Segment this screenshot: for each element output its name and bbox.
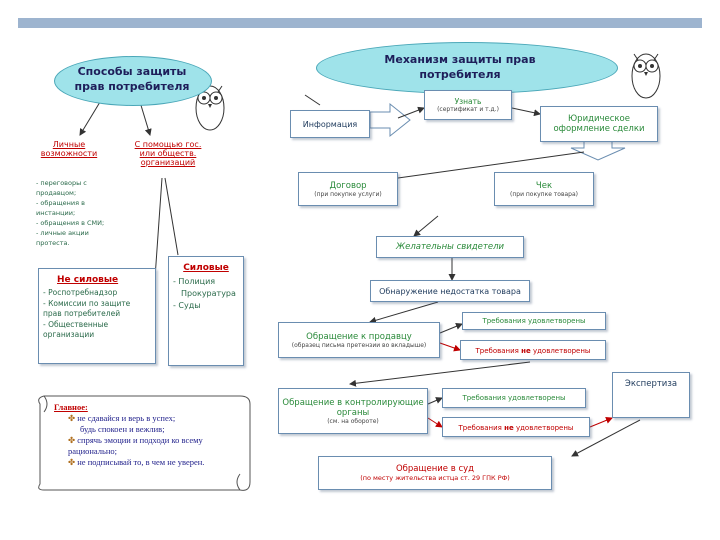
block-arrow-info — [369, 102, 411, 138]
right-title: Механизм защиты прав потребителя — [384, 53, 536, 81]
list-item: ✤ не сдавайся и верь в успех; — [68, 413, 176, 423]
list-item: - личные акции протеста. — [36, 229, 89, 247]
right-title-cloud — [316, 42, 618, 94]
not-force-title: Не силовые — [57, 275, 119, 285]
block-arrow-legal — [570, 139, 626, 161]
list-item: ✤ спрячь эмоции и подходи ко всему рацио… — [68, 435, 203, 456]
not-satisfied-box-1: Требования не удовлетворены — [460, 340, 606, 360]
line-to-not-force — [108, 177, 163, 279]
left-title: Способы защиты прав потребителя — [74, 65, 190, 93]
witnesses-box: Желательны свидетели — [376, 236, 524, 258]
arrow-personal — [79, 101, 101, 136]
satisfied-box-2: Требования удовлетворены — [442, 388, 586, 408]
not-satisfied-box-2: Требования не удовлетворены — [442, 417, 590, 437]
bullet-icon: ✤ — [68, 435, 78, 445]
not-force-box: Не силовые - Роспотребнадзор - Комиссии … — [38, 268, 156, 364]
list-item: - Комиссии по защите прав потребителей — [43, 298, 131, 319]
list-item: будь спокоен и вежлив; — [80, 424, 165, 434]
force-box: Силовые - Полиция Прокуратура - Суды — [168, 256, 244, 366]
info-box: Информация — [290, 110, 370, 138]
legal-box: Юридическое оформление сделки — [540, 106, 658, 142]
control-box: Обращение в контролирующие органы(см. на… — [278, 388, 428, 434]
main-advice: Главное: ✤ не сдавайся и верь в успех; б… — [50, 402, 242, 468]
contract-box: Договор(при покупке услуги) — [298, 172, 398, 206]
list-item: - обращения в инстанции; — [36, 199, 85, 217]
learn-box: Узнать(сертификат и т.д.) — [424, 90, 512, 120]
list-item: - обращения в СМИ; — [36, 219, 105, 227]
personal-label: Личные возможности — [40, 140, 98, 158]
bullet-icon: ✤ — [68, 457, 78, 467]
force-list: - Полиция Прокуратура - Суды — [173, 276, 239, 312]
owl-icon-right — [631, 53, 661, 99]
line-to-force — [164, 177, 179, 256]
list-item: - Роспотребнадзор — [43, 288, 118, 297]
satisfied-box-1: Требования удовлетворены — [462, 312, 606, 330]
list-item: Прокуратура — [181, 289, 236, 298]
defect-box: Обнаружение недостатка товара — [370, 280, 530, 302]
scroll-shape — [38, 395, 251, 491]
arrow-state — [139, 101, 152, 136]
court-box: Обращение в суд(по месту жительства истц… — [318, 456, 552, 490]
seller-box: Обращение к продавцу(образец письма прет… — [278, 322, 440, 358]
state-label: С помощью гос. или обществ. организаций — [134, 140, 202, 167]
list-item: ✤ не подписывай то, в чем не уверен. — [68, 457, 205, 467]
bullet-icon: ✤ — [68, 413, 78, 423]
personal-list: - переговоры с продавцом; - обращения в … — [36, 178, 106, 248]
list-item: - Общественные организации — [43, 319, 109, 340]
owl-icon-left — [195, 85, 225, 131]
list-item: - Суды — [173, 301, 201, 310]
list-item: - Полиция — [173, 277, 216, 286]
not-force-list: - Роспотребнадзор - Комиссии по защите п… — [43, 288, 151, 341]
left-title-cloud — [54, 56, 212, 106]
check-box: Чек(при покупке товара) — [494, 172, 594, 206]
top-bar — [18, 18, 702, 28]
expertise-box: Экспертиза — [612, 372, 690, 418]
list-item: - переговоры с продавцом; — [36, 179, 87, 197]
force-title: Силовые — [183, 263, 229, 273]
main-title: Главное: — [54, 402, 88, 412]
